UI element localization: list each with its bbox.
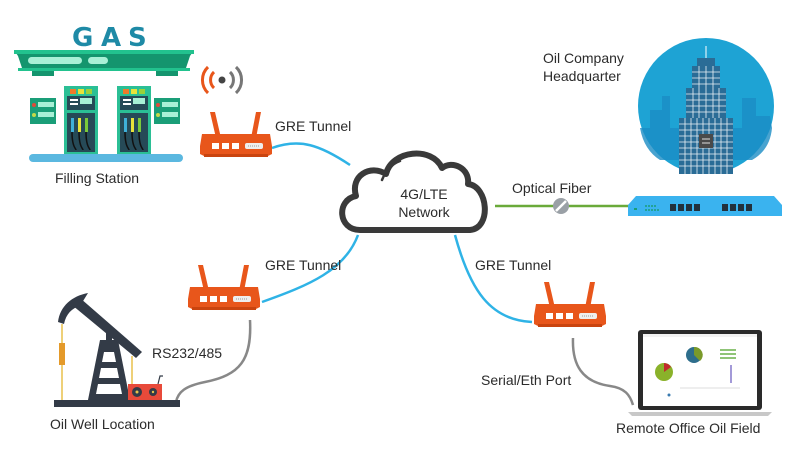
cloud-label-line2: Network (398, 204, 450, 220)
cloud-icon (339, 150, 488, 233)
wireless-signal-icon (201, 65, 243, 95)
fiber-connector-icon (553, 198, 569, 214)
gre-tunnel-label: GRE Tunnel (475, 257, 552, 273)
links (174, 142, 635, 406)
gre-tunnel-label: GRE Tunnel (275, 118, 352, 134)
gre-tunnel-label: GRE Tunnel (265, 257, 342, 273)
router-icon (199, 111, 273, 158)
filling-station-label: Filling Station (55, 170, 140, 186)
router-icon (187, 264, 261, 311)
gas-station-icon: G A S (14, 23, 194, 162)
gre-link-filling-station (271, 142, 351, 167)
pumpjack-icon (54, 293, 180, 407)
headquarter-label-line2: Headquarter (543, 68, 621, 84)
serial-eth-port-label: Serial/Eth Port (481, 372, 572, 388)
rs232-485-label: RS232/485 (152, 345, 223, 361)
serial-link-oil-well (174, 319, 252, 403)
router-icon (533, 281, 607, 328)
cloud-label-line1: 4G/LTE (400, 186, 448, 202)
gas-sign-letter: A (101, 23, 121, 53)
headquarter-label-line1: Oil Company (543, 50, 624, 66)
optical-fiber-label: Optical Fiber (512, 180, 592, 196)
gas-sign-letter: S (128, 23, 147, 53)
serial-link-remote-office (571, 337, 635, 406)
gas-sign-letter: G (72, 23, 93, 53)
network-switch-icon (628, 196, 782, 216)
oil-well-label: Oil Well Location (50, 416, 155, 432)
laptop-icon (628, 330, 772, 416)
remote-office-label: Remote Office Oil Field (616, 420, 761, 436)
gre-link-oil-well (261, 234, 360, 304)
skyscraper-icon (638, 38, 774, 174)
gre-link-remote-office (453, 234, 533, 324)
